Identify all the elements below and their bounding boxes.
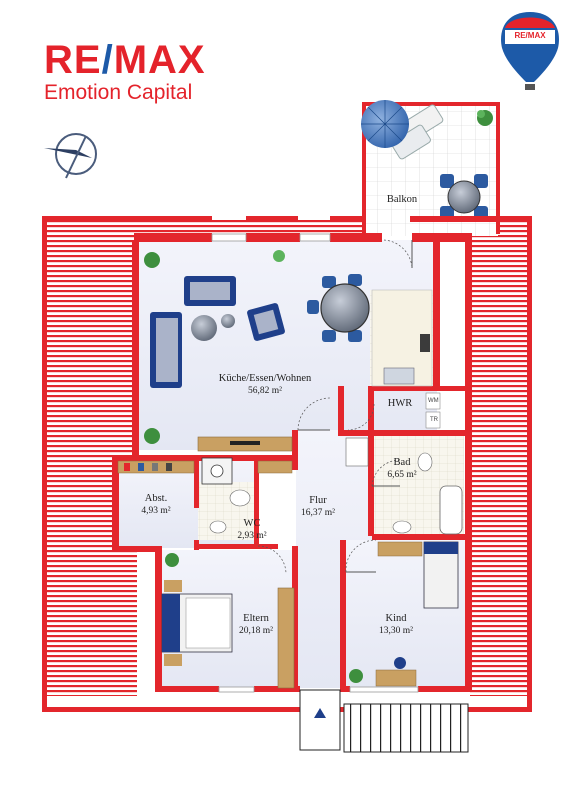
staircase bbox=[299, 689, 469, 753]
kitchen-counter-icon bbox=[371, 289, 433, 387]
toilet-icon bbox=[417, 452, 433, 472]
room-label-flur: Flur 16,37 m² bbox=[301, 495, 335, 518]
washer-label: WM bbox=[428, 398, 439, 404]
bath-fixtures bbox=[345, 392, 463, 535]
bathtub-icon bbox=[439, 485, 463, 535]
plant-icon bbox=[477, 110, 493, 126]
room-label-kueche: Küche/Essen/Wohnen 56,82 m² bbox=[218, 373, 312, 396]
brand-logo: RE/MAX Emotion Capital bbox=[44, 40, 219, 104]
door-swings bbox=[257, 239, 413, 575]
sink-icon bbox=[209, 520, 227, 534]
desk-icon bbox=[375, 669, 417, 687]
compass-icon bbox=[44, 133, 97, 179]
washer-icon bbox=[425, 392, 441, 410]
storage-shelf-icon bbox=[117, 460, 293, 474]
room-label-kind: Kind 13,30 m² bbox=[379, 613, 413, 636]
balloon-logo-icon bbox=[501, 12, 559, 90]
brand-name: RE/MAX bbox=[44, 38, 206, 82]
plant-icon bbox=[165, 553, 179, 567]
sofa-icon bbox=[150, 312, 182, 388]
room-label-abst: Abst. 4,93 m² bbox=[141, 493, 171, 516]
room-label-bad: Bad 6,65 m² bbox=[387, 457, 417, 480]
sofa-icon bbox=[184, 276, 236, 306]
armchair-icon bbox=[247, 303, 285, 341]
walls bbox=[42, 216, 532, 712]
umbrella-icon bbox=[361, 100, 444, 160]
door-leaves bbox=[298, 240, 413, 573]
windows bbox=[211, 233, 419, 693]
wardrobe-icon bbox=[277, 587, 295, 689]
toilet-icon bbox=[229, 489, 251, 507]
plant-icon bbox=[349, 669, 363, 683]
balloon-logo-text: RE/MAX bbox=[514, 31, 546, 40]
dryer-icon bbox=[425, 411, 441, 429]
dryer-label: TR bbox=[430, 417, 438, 423]
child-room-furniture bbox=[349, 541, 459, 687]
shower-icon bbox=[345, 437, 369, 467]
brand-subtitle: Emotion Capital bbox=[44, 81, 193, 104]
wc-fixtures bbox=[201, 457, 251, 534]
room-label-wc: WC 2,93 m² bbox=[237, 518, 267, 541]
room-label-eltern: Eltern 20,18 m² bbox=[239, 613, 273, 636]
room-label-hwr: HWR bbox=[387, 398, 413, 409]
plant-icon bbox=[144, 250, 285, 444]
bedroom-furniture bbox=[161, 553, 295, 689]
sink-icon bbox=[392, 520, 412, 534]
coffee-table-icon bbox=[191, 314, 235, 341]
room-label-balkon: Balkon bbox=[386, 194, 418, 205]
living-furniture bbox=[144, 250, 433, 452]
balcony bbox=[361, 100, 500, 236]
